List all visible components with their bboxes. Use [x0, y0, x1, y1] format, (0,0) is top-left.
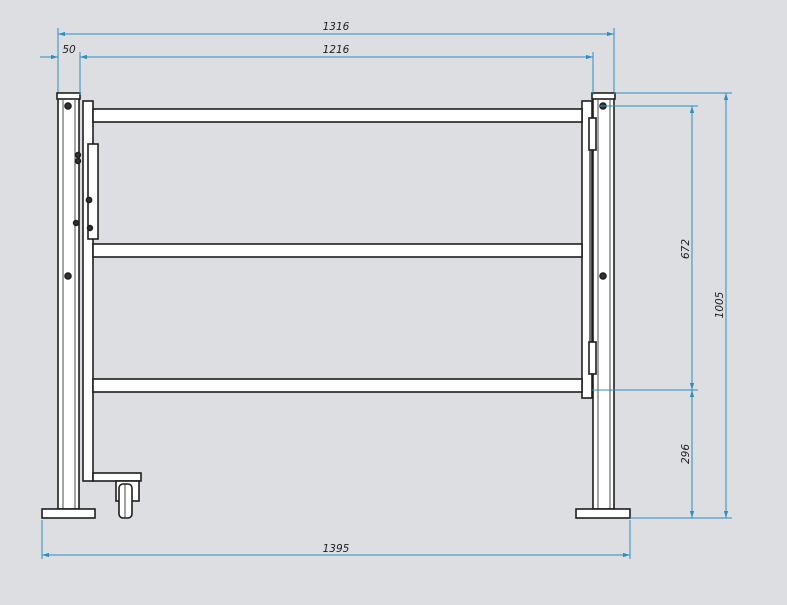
- dim-label-1395: 1395: [323, 543, 350, 555]
- dim-label-1005: 1005: [714, 291, 726, 318]
- latch-bolt: [74, 151, 82, 159]
- left-post-bolt: [64, 102, 72, 110]
- lower-hinge: [588, 341, 597, 375]
- gate-left-stile: [82, 100, 94, 482]
- middle-rail: [92, 243, 583, 258]
- dimension-labels: 1316 50 1216 1395 672 296 1005: [62, 21, 726, 555]
- gate-assembly: [41, 92, 631, 519]
- dim-label-1216: 1216: [323, 44, 350, 56]
- dim-label-50: 50: [62, 44, 76, 56]
- upper-hinge: [588, 117, 597, 345]
- dim-label-672: 672: [680, 239, 692, 259]
- bottom-rail: [92, 378, 583, 393]
- gate-frame: [82, 100, 593, 482]
- latch-bolt: [74, 157, 82, 165]
- right-post: [591, 92, 616, 510]
- right-base-plate: [575, 508, 631, 519]
- dim-label-296: 296: [680, 444, 692, 464]
- left-post: [56, 92, 81, 510]
- left-base-plate: [41, 508, 96, 519]
- dimension-lines: [40, 28, 732, 559]
- caster-wheel: [92, 472, 142, 519]
- right-post-bolt: [599, 272, 607, 280]
- left-post-bolt: [64, 272, 72, 280]
- latch-plate: [72, 143, 99, 240]
- latch-bolt: [72, 219, 80, 227]
- latch-bolt: [86, 224, 94, 232]
- top-rail: [92, 108, 583, 123]
- latch-bolt: [85, 196, 93, 204]
- dim-label-1316: 1316: [323, 21, 350, 33]
